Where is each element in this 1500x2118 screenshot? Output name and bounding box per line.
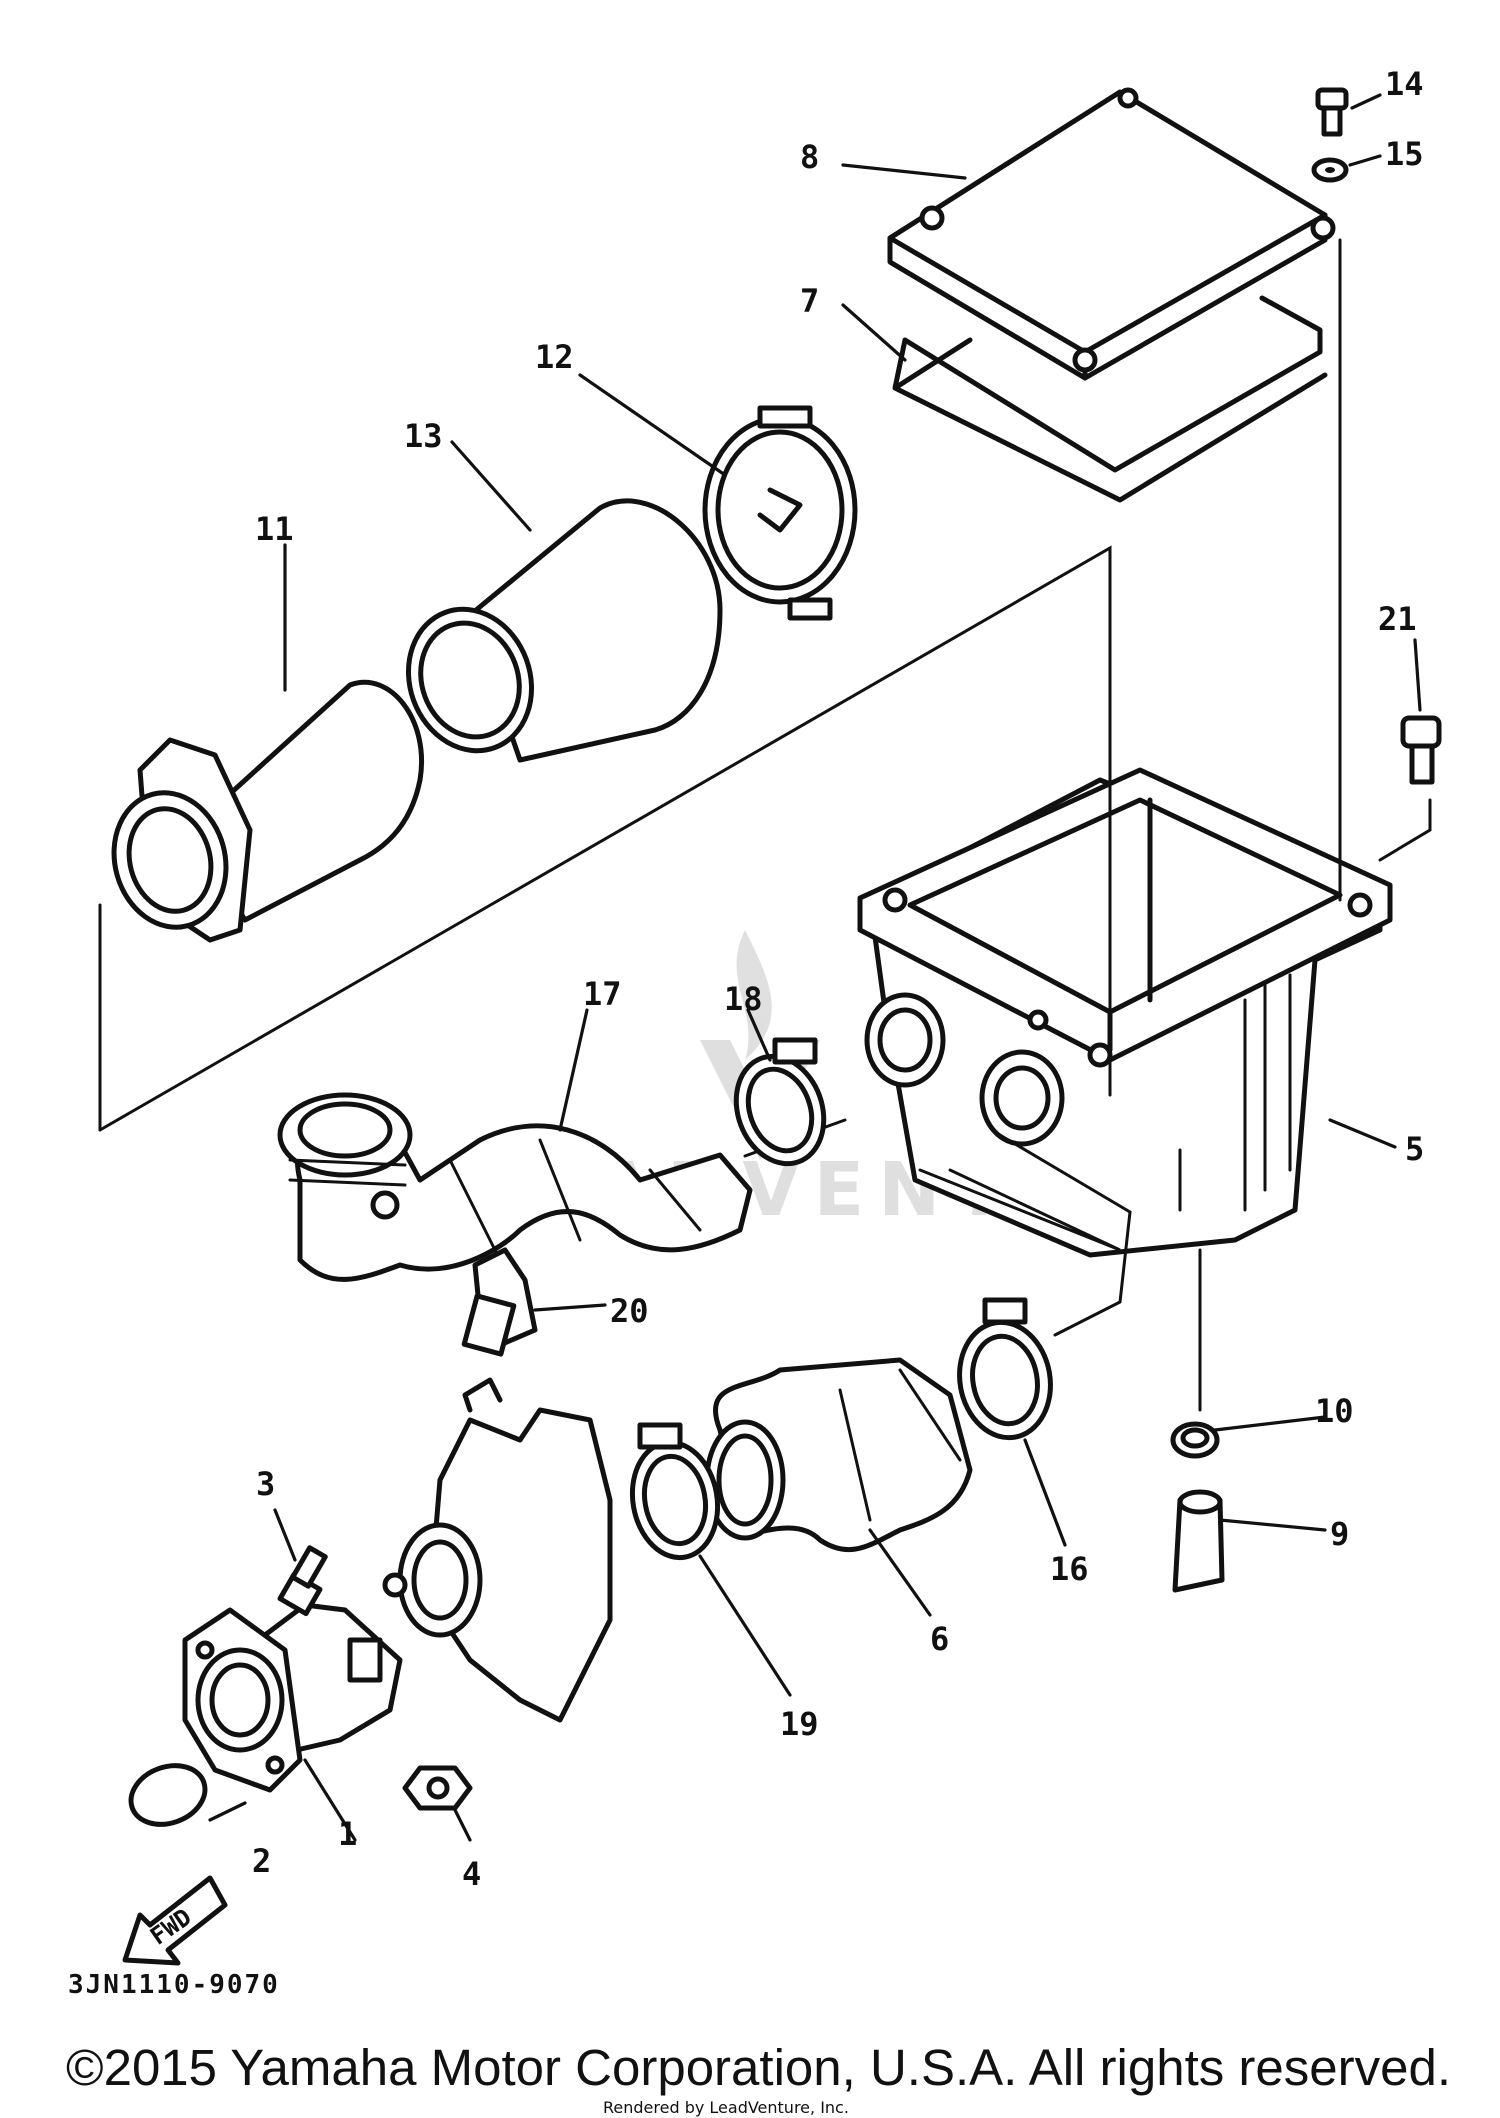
callout-16: 16 [1050,1550,1089,1588]
part-1-manifold-joint[interactable] [182,1602,403,1793]
part-2-o-ring[interactable] [123,1756,214,1835]
callout-9: 9 [1330,1515,1349,1553]
callout-15: 15 [1385,135,1424,173]
callout-6: 6 [930,1620,949,1658]
callout-13: 13 [404,417,443,455]
callout-19: 19 [780,1705,819,1743]
callouts: 1 2 3 4 5 6 7 8 9 10 11 12 13 14 15 16 1… [252,65,1424,1893]
part-8-case-cap[interactable] [887,87,1336,381]
part-12-element-cap[interactable] [702,405,858,621]
part-14-bolt[interactable] [1315,87,1349,137]
part-6-joint[interactable] [704,1357,973,1552]
part-16-clamp[interactable] [951,1297,1060,1445]
part-3-screw[interactable] [277,1545,328,1617]
copyright-notice: ©2015 Yamaha Motor Corporation, U.S.A. A… [66,2039,1452,2096]
callout-20: 20 [610,1292,649,1330]
part-19-clamp[interactable] [624,1422,727,1564]
part-15-washer[interactable] [1311,157,1349,183]
carburetor [382,1377,613,1723]
callout-4: 4 [462,1855,481,1893]
callout-11: 11 [255,510,294,548]
part-9-drain-cap[interactable] [1172,1489,1225,1593]
part-20-breather[interactable] [461,1247,538,1357]
part-4-nut[interactable] [402,1765,473,1811]
callout-5: 5 [1405,1130,1424,1168]
callout-21: 21 [1378,600,1417,638]
fwd-arrow-icon: FWD [122,1875,228,1966]
part-11-guide[interactable] [99,679,424,943]
callout-3: 3 [256,1465,275,1503]
part-7-gasket[interactable] [892,295,1328,503]
callout-8: 8 [800,138,819,176]
part-18-clamp[interactable] [722,1037,839,1176]
callout-12: 12 [535,338,574,376]
callout-2: 2 [252,1842,271,1880]
callout-10: 10 [1315,1392,1354,1430]
callout-1: 1 [338,1815,357,1853]
callout-17: 17 [583,975,622,1013]
part-10-clamp[interactable] [1170,1421,1220,1459]
part-17-joint[interactable] [277,1092,753,1282]
leader-lines [208,93,1422,1842]
callout-7: 7 [800,282,819,320]
diagram-code: 3JN1110-9070 [68,1970,280,2000]
callout-14: 14 [1385,65,1424,103]
part-13-element[interactable] [389,498,723,768]
part-21-bolt[interactable] [1400,715,1442,785]
callout-18: 18 [724,980,763,1018]
render-credit: Rendered by LeadVenture, Inc. [603,2098,849,2117]
part-5-filter-case[interactable] [857,767,1393,1258]
